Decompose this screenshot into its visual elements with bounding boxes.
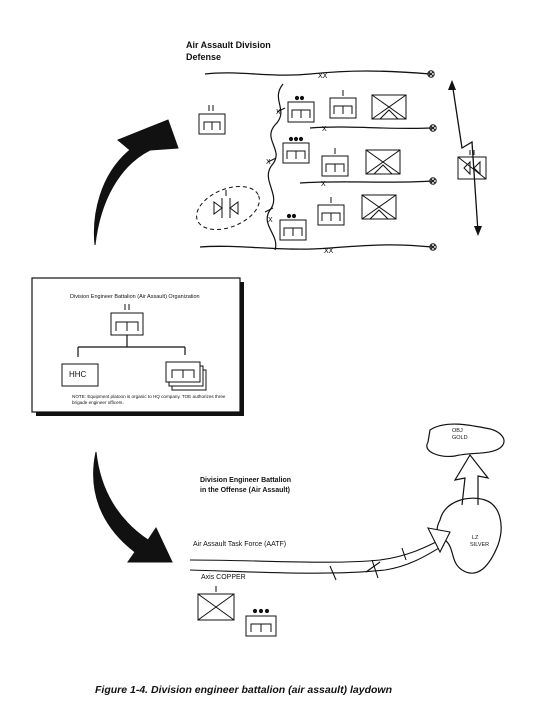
org-chart-note: NOTE: Equipment platoon is organic to HQ…: [72, 394, 226, 405]
attack-arrow-outline: [453, 453, 490, 506]
defense-title-line2: Defense: [186, 52, 222, 62]
company-x-1: X: [276, 109, 281, 116]
curved-arrow-top: [93, 119, 179, 246]
task-force-label: Air Assault Task Force (AATF): [193, 541, 287, 548]
obj-gold-line2: GOLD: [452, 435, 468, 441]
hhc-label: HHC: [69, 370, 87, 379]
lz-silver-line2: SILVER: [470, 542, 490, 548]
infantry-brigade-symbol-2: [365, 149, 401, 175]
objective-gold-outline: [426, 423, 505, 457]
offense-title-line1: Division Engineer Battalion: [200, 477, 292, 484]
phase-line-ticks: [329, 547, 407, 581]
zigzag-flank-line: [451, 81, 479, 233]
brigade-boundary-1: [309, 126, 433, 130]
offense-title-line2: in the Offense (Air Assault): [200, 487, 290, 494]
company-x-4: X: [321, 181, 326, 188]
engineer-company-symbol-offense: [245, 608, 277, 637]
engineer-platoon-symbol-2: [321, 148, 349, 177]
boundary-end-markers: [427, 70, 437, 251]
company-x-3: X: [266, 159, 271, 166]
figure-caption: Figure 1-4. Division engineer battalion …: [95, 684, 392, 696]
bridge-symbol: [213, 190, 239, 218]
boundary-xx-bottom: XX: [324, 248, 334, 255]
org-chart-title: Division Engineer Battalion (Air Assault…: [70, 294, 200, 300]
engineer-platoon-symbol-1: [329, 90, 357, 119]
company-x-2: X: [322, 126, 327, 133]
org-chart-connectors: [77, 335, 186, 357]
org-company-stack: [165, 361, 207, 391]
axis-copper-label: Axis COPPER: [201, 574, 246, 581]
hhc-box: [61, 363, 99, 387]
company-x-5: X: [268, 217, 273, 224]
infantry-brigade-symbol-offense: [197, 586, 235, 621]
aatf-arrowhead: [427, 527, 451, 554]
engineer-platoon-symbol-3: [317, 197, 345, 226]
assembly-area-ellipse: [196, 185, 260, 231]
defense-title-line1: Air Assault Division: [186, 40, 271, 50]
curved-arrow-bottom: [93, 451, 173, 563]
feba-line: [266, 83, 284, 251]
boundary-xx-top: XX: [318, 73, 328, 80]
boundary-line-bottom: [199, 244, 433, 250]
lz-silver-line1: LZ: [472, 535, 479, 541]
brigade-boundary-2: [299, 180, 433, 184]
obj-gold-line1: OBJ: [452, 428, 463, 434]
cavalry-symbol: [457, 150, 487, 180]
infantry-brigade-symbol-3: [361, 194, 397, 220]
engineer-company-symbol-3: [279, 213, 307, 241]
engineer-battalion-rear-symbol: [198, 105, 226, 135]
aatf-route: [189, 539, 441, 563]
infantry-brigade-symbol-1: [371, 94, 407, 120]
engineer-company-symbol-2: [282, 136, 310, 164]
engineer-company-symbol-1: [287, 95, 315, 123]
boundary-line-top: [204, 70, 431, 76]
